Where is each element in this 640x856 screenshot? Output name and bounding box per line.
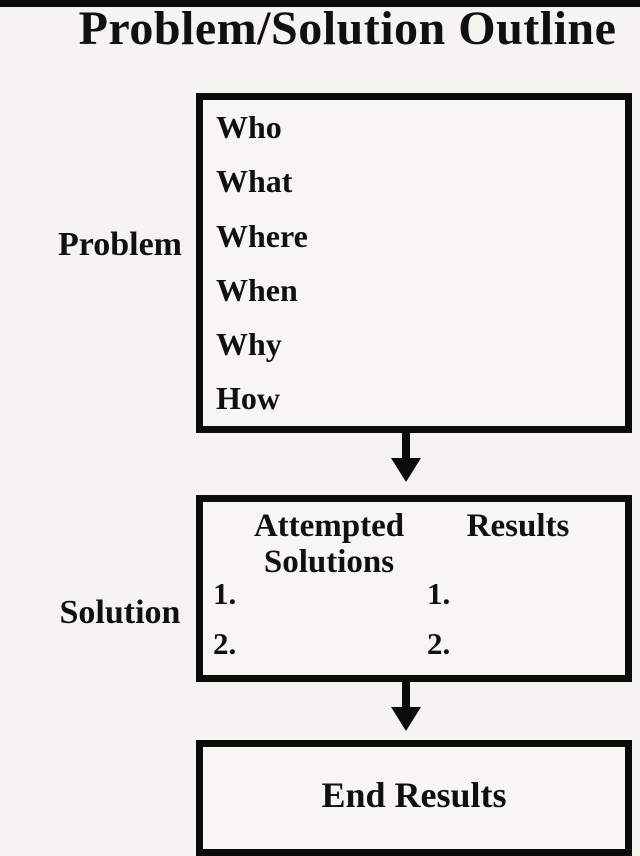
problem-box: Who What Where When Why How (196, 93, 632, 433)
solution-box: Attempted Solutions Results 1. 1. 2. 2. (196, 495, 632, 682)
problem-item-when: When (216, 271, 298, 308)
down-arrow-2-stem (402, 675, 410, 709)
results-item-2: 2. (427, 626, 451, 661)
attempted-solutions-item-2: 2. (213, 626, 237, 661)
end-results-box: End Results (196, 740, 632, 856)
down-arrow-2-icon (391, 707, 421, 731)
down-arrow-1-stem (402, 426, 410, 460)
down-arrow-1-icon (391, 458, 421, 482)
attempted-solutions-header: Attempted Solutions (253, 508, 405, 580)
attempted-solutions-item-1: 1. (213, 576, 237, 611)
problem-item-where: Where (216, 217, 308, 254)
problem-item-list: Who What Where When Why How (203, 100, 625, 426)
top-border-bar (0, 0, 640, 7)
problem-item-how: How (216, 380, 280, 417)
problem-label: Problem (57, 226, 182, 263)
problem-item-who: Who (216, 109, 282, 145)
problem-item-what: What (216, 163, 293, 200)
solution-label: Solution (59, 594, 181, 631)
problem-item-why: Why (216, 326, 282, 363)
end-results-label: End Results (321, 775, 507, 815)
results-item-1: 1. (427, 576, 451, 611)
results-header: Results (466, 508, 570, 544)
page-title: Problem/Solution Outline (78, 2, 617, 55)
